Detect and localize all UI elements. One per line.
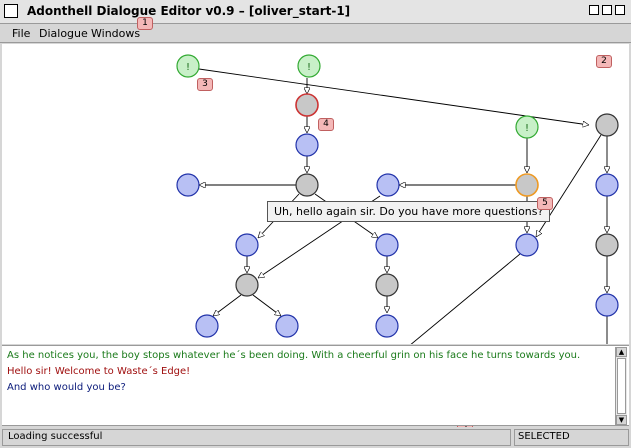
highlighted-npc-node[interactable] [515, 173, 539, 197]
player-node[interactable] [375, 233, 399, 257]
npc-node[interactable] [375, 273, 399, 297]
marker-badge-2: 2 [596, 55, 612, 68]
title-bar[interactable]: Adonthell Dialogue Editor v0.9 – [oliver… [0, 0, 631, 24]
player-node[interactable] [376, 173, 400, 197]
start-node-mark: ! [307, 62, 311, 73]
edge [410, 253, 521, 344]
dialogue-line-player[interactable]: And who would you be? [7, 382, 126, 393]
start-node[interactable] [515, 115, 539, 139]
player-node[interactable] [235, 233, 259, 257]
dialogue-line-narration[interactable]: As he notices you, the boy stops whateve… [7, 350, 581, 361]
status-message: Loading successful [2, 429, 511, 446]
npc-node[interactable] [595, 233, 619, 257]
dialogue-text-panel[interactable]: As he notices you, the boy stops whateve… [2, 345, 629, 426]
dialogue-line-npc[interactable]: Hello sir! Welcome to Waste´s Edge! [7, 366, 191, 377]
menu-file[interactable]: File [12, 27, 31, 40]
edge [198, 68, 589, 125]
graph-svg[interactable]: ! ! ! [2, 44, 629, 344]
player-node[interactable] [375, 314, 399, 338]
player-node[interactable] [595, 293, 619, 317]
scroll-down-icon[interactable]: ▼ [616, 415, 627, 425]
player-node[interactable] [195, 314, 219, 338]
npc-node[interactable] [295, 173, 319, 197]
vertical-scrollbar[interactable]: ▲ ▼ [615, 347, 627, 425]
player-node[interactable] [295, 133, 319, 157]
start-node[interactable] [297, 54, 321, 78]
start-node[interactable] [176, 54, 200, 78]
menu-bar: File Dialogue Windows [0, 24, 631, 43]
node-tooltip: Uh, hello again sir. Do you have more qu… [267, 201, 551, 222]
start-node-mark: ! [186, 62, 190, 73]
player-node[interactable] [595, 173, 619, 197]
marker-badge-3: 3 [197, 78, 213, 91]
player-node[interactable] [515, 233, 539, 257]
scrollbar-thumb[interactable] [617, 358, 626, 414]
menu-dialogue[interactable]: Dialogue [39, 27, 88, 40]
selected-npc-node[interactable] [295, 93, 319, 117]
start-node-mark: ! [525, 123, 529, 134]
close-icon[interactable] [615, 5, 625, 15]
window-title: Adonthell Dialogue Editor v0.9 – [oliver… [27, 4, 351, 18]
player-node[interactable] [176, 173, 200, 197]
status-bar: Loading successful SELECTED [0, 427, 631, 448]
npc-node[interactable] [235, 273, 259, 297]
maximize-icon[interactable] [602, 5, 612, 15]
status-mode: SELECTED [514, 429, 629, 446]
edge [252, 294, 281, 316]
marker-badge-5: 5 [537, 197, 553, 210]
marker-badge-4: 4 [318, 118, 334, 131]
npc-node[interactable] [595, 113, 619, 137]
player-node[interactable] [275, 314, 299, 338]
edge [213, 294, 242, 316]
marker-badge-1: 1 [137, 17, 153, 30]
scroll-up-icon[interactable]: ▲ [616, 347, 627, 357]
minimize-icon[interactable] [589, 5, 599, 15]
window-menu-icon[interactable] [4, 4, 18, 18]
menu-windows[interactable]: Windows [91, 27, 141, 40]
dialogue-graph-canvas[interactable]: ! ! ! [2, 44, 629, 344]
